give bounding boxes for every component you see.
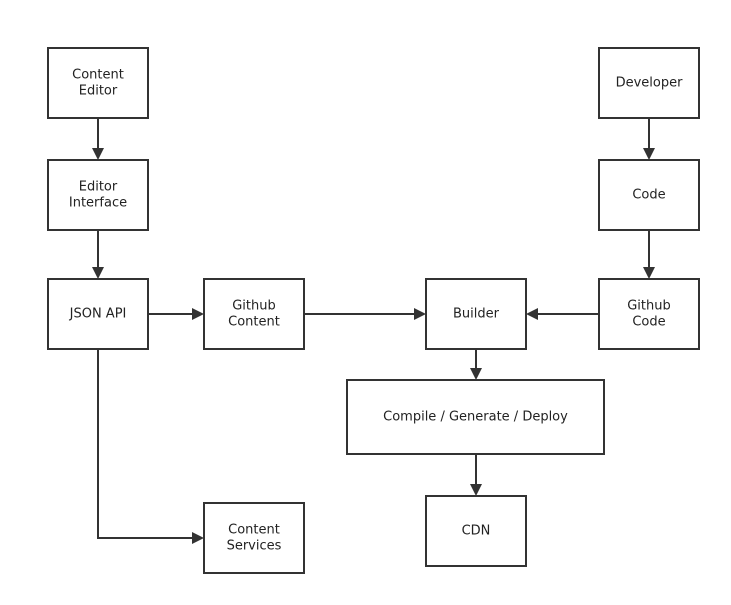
- node-label: Developer: [616, 76, 684, 91]
- node-compile: Compile / Generate / Deploy: [346, 379, 605, 455]
- node-code: Code: [598, 159, 700, 231]
- node-label: Github: [627, 299, 671, 314]
- node-label: JSON API: [69, 307, 127, 322]
- arrow-head: [470, 368, 482, 380]
- node-label: Services: [227, 539, 282, 554]
- node-box: [425, 495, 527, 567]
- arrow-head: [192, 532, 204, 544]
- node-label: Content: [72, 68, 124, 83]
- node-label: Github: [232, 299, 276, 314]
- edge-compile-to-cdn: [470, 454, 482, 496]
- node-label: Compile / Generate / Deploy: [383, 410, 568, 425]
- node-label: CDN: [462, 524, 491, 539]
- node-box: [47, 278, 149, 350]
- node-box: [47, 47, 149, 119]
- node-box: [598, 278, 700, 350]
- node-box: [598, 159, 700, 231]
- node-label: Builder: [453, 307, 500, 322]
- edge-editor-interface-to-json-api: [92, 230, 104, 279]
- edge-builder-to-compile: [470, 349, 482, 380]
- edge-code-to-github-code: [643, 230, 655, 279]
- arrow-head: [643, 148, 655, 160]
- edge-json-api-to-content-services: [97, 349, 204, 544]
- arrow-head: [192, 308, 204, 320]
- node-developer: Developer: [598, 47, 700, 119]
- node-box: [425, 278, 527, 350]
- edges-layer: [92, 118, 655, 544]
- edge-github-code-to-builder: [526, 308, 599, 320]
- node-label: Editor: [79, 180, 118, 195]
- node-label: Code: [632, 315, 665, 330]
- edge-github-content-to-builder: [304, 308, 426, 320]
- arrow-head: [92, 148, 104, 160]
- node-box: [203, 502, 305, 574]
- node-label: Interface: [69, 196, 127, 211]
- arrow-head: [643, 267, 655, 279]
- node-json-api: JSON API: [47, 278, 149, 350]
- node-box: [47, 159, 149, 231]
- node-box: [598, 47, 700, 119]
- node-cdn: CDN: [425, 495, 527, 567]
- edge-content-editor-to-editor-interface: [92, 118, 104, 160]
- arrow-head: [414, 308, 426, 320]
- edge-developer-to-code: [643, 118, 655, 160]
- arrow-head: [92, 267, 104, 279]
- arrow-head: [470, 484, 482, 496]
- arrow-head: [526, 308, 538, 320]
- node-box: [203, 278, 305, 350]
- node-builder: Builder: [425, 278, 527, 350]
- node-label: Code: [632, 188, 665, 203]
- node-box: [346, 379, 605, 455]
- node-label: Content: [228, 315, 280, 330]
- node-label: Content: [228, 523, 280, 538]
- edge-line: [97, 349, 194, 539]
- edge-json-api-to-github-content: [148, 308, 204, 320]
- node-label: Editor: [79, 84, 118, 99]
